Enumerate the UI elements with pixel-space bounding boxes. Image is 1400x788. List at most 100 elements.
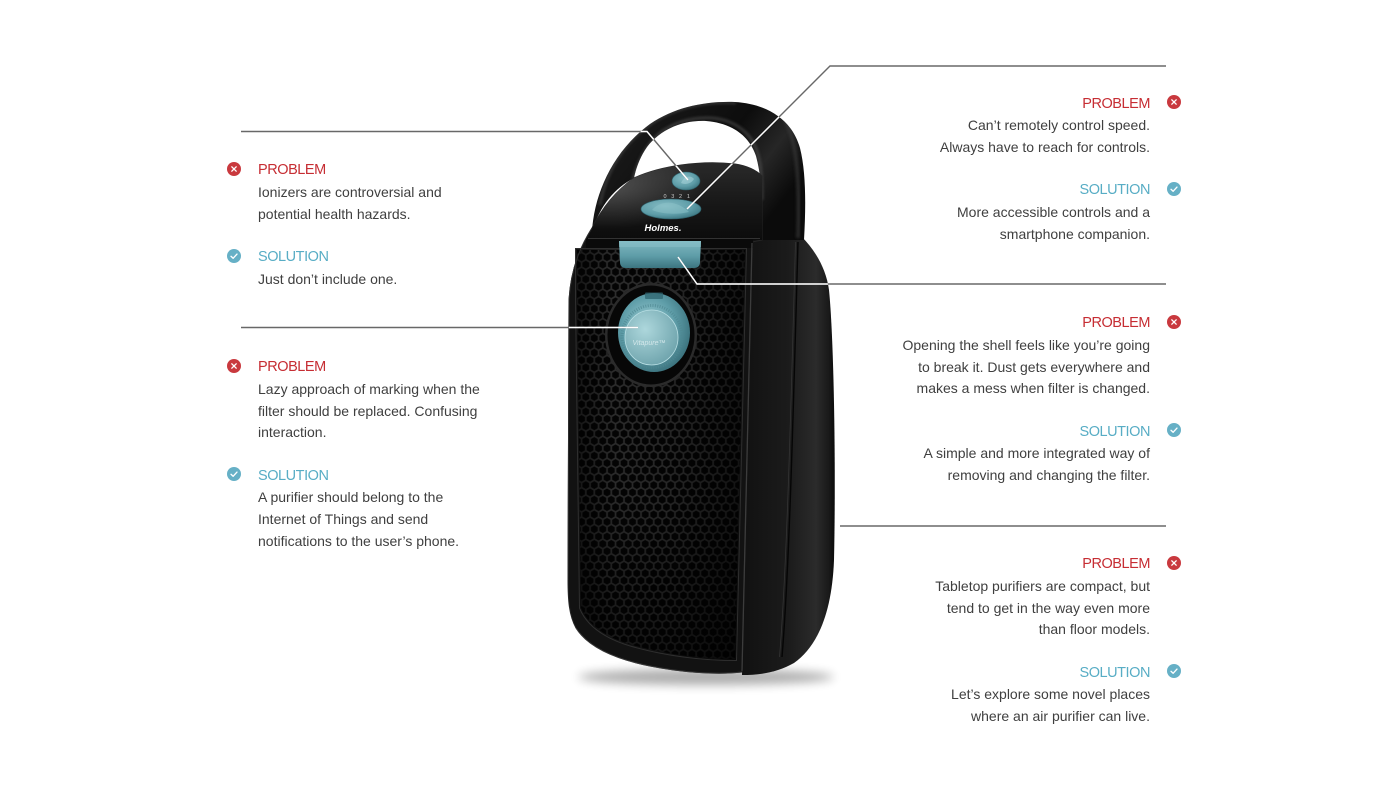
icon-check-glyph (230, 253, 238, 259)
dial-notch (645, 292, 663, 299)
solution-title: SOLUTION (1079, 182, 1150, 199)
callout-group-speed-control: PROBLEM Can’t remotely control speed. Al… (939, 94, 1181, 246)
problem-text-line: Ionizers are controversial and (258, 183, 442, 200)
x-circle-icon-graphic (1166, 95, 1181, 110)
check-circle-icon-graphic (227, 467, 241, 482)
problem-text-line: tend to get in the way even more (946, 599, 1150, 616)
leader-line-filter-tab-on-product (677, 256, 835, 285)
solution-callout: SOLUTION A purifier should belong to the… (227, 466, 480, 553)
icon-x-glyph (1170, 99, 1177, 106)
solution-text-line: A purifier should belong to the (258, 489, 444, 506)
callout-group-form-factor: PROBLEM Tabletop purifiers are compact, … (935, 554, 1181, 728)
solution-text-line: Just don’t include one. (258, 270, 398, 287)
solution-title: SOLUTION (1079, 423, 1150, 440)
check-circle-icon-graphic (1166, 423, 1181, 438)
solution-callout: SOLUTION A simple and more integrated wa… (903, 422, 1181, 487)
problem-title: PROBLEM (1082, 95, 1150, 112)
icon-x-glyph (231, 166, 237, 172)
side-seam (781, 241, 799, 658)
problem-text-line: Always have to reach for controls. (939, 139, 1150, 155)
check-circle-icon (227, 248, 241, 263)
problem-callout: PROBLEM Tabletop purifiers are compact, … (935, 554, 1181, 641)
solution-text-line: Let’s explore some novel places (951, 686, 1150, 703)
icon-x-glyph (231, 363, 237, 369)
x-circle-icon-graphic (227, 358, 241, 373)
icon-check-glyph (1169, 186, 1178, 193)
problem-text-line: potential health hazards. (258, 205, 411, 222)
handle-right-leg-reflection (782, 116, 801, 239)
check-circle-icon-graphic (1166, 182, 1181, 197)
problem-text-line: filter should be replaced. Confusing (258, 402, 478, 419)
filter-tab-top-face (619, 241, 701, 247)
purifier-shadow (578, 669, 834, 685)
icon-check-glyph (1169, 427, 1178, 434)
problem-text-line: Tabletop purifiers are compact, but (935, 577, 1150, 594)
speed-dial-knob (652, 202, 689, 214)
x-circle-icon (227, 161, 241, 176)
icon-circle (1166, 182, 1181, 197)
brand-logo: Holmes. (645, 223, 682, 234)
check-circle-icon-graphic (1166, 664, 1181, 679)
problem-text-line: than floor models. (1038, 621, 1150, 638)
check-circle-icon (1166, 423, 1181, 438)
purifier-handle (592, 101, 806, 240)
callout-group-filter-indicator: PROBLEM Lazy approach of marking when th… (227, 357, 480, 553)
check-circle-icon-graphic (227, 248, 241, 263)
solution-text-line: notifications to the user’s phone. (258, 532, 460, 549)
purifier-side-body (742, 236, 835, 675)
problem-callout: PROBLEM Lazy approach of marking when th… (227, 357, 480, 444)
solution-text-line: Internet of Things and send (258, 511, 429, 527)
problem-title: PROBLEM (1082, 315, 1150, 332)
speed-labels: 0 3 2 1 (663, 194, 691, 200)
x-circle-icon-graphic (1166, 314, 1181, 329)
solution-text-line: where an air purifier can live. (971, 708, 1150, 724)
x-circle-icon (1166, 95, 1181, 110)
solution-callout: SOLUTION More accessible controls and a … (940, 180, 1181, 245)
leader-line-speed-dial (686, 65, 1166, 210)
x-circle-icon (1166, 555, 1181, 570)
problem-text-line: interaction. (258, 424, 327, 441)
solution-title: SOLUTION (1079, 664, 1150, 681)
x-circle-icon-graphic (1166, 555, 1181, 570)
problem-title: PROBLEM (1082, 556, 1150, 573)
check-circle-icon (1166, 182, 1181, 197)
problem-text-line: makes a mess when filter is changed. (916, 380, 1150, 397)
dial-label: Vitapure™ (633, 340, 666, 347)
icon-x-glyph (1170, 560, 1177, 566)
icon-check-glyph (230, 471, 238, 478)
solution-title: SOLUTION (258, 248, 329, 265)
solution-text-line: More accessible controls and a (957, 204, 1150, 221)
solution-callout: SOLUTION Let’s explore some novel places… (935, 663, 1181, 728)
top-controls: 0 3 2 1 Holmes. (640, 171, 702, 234)
problem-title: PROBLEM (258, 359, 326, 376)
solution-callout: SOLUTION Just don’t include one. (227, 247, 442, 290)
icon-circle (1166, 664, 1181, 679)
problem-text-line: Can’t remotely control speed. (967, 117, 1150, 134)
icon-check-glyph (1169, 668, 1178, 675)
problem-title: PROBLEM (258, 162, 326, 179)
side-seam-highlight (779, 241, 796, 658)
handle-outer-sheen (598, 101, 737, 206)
icon-x-glyph (1170, 319, 1177, 325)
x-circle-icon (1166, 314, 1181, 329)
icon-circle (227, 467, 241, 482)
solution-text-line: smartphone companion. (999, 225, 1150, 242)
icon-circle (227, 248, 241, 263)
check-circle-icon (227, 467, 241, 482)
problem-callout: PROBLEM Opening the shell feels like you… (903, 313, 1181, 400)
body-left-edge-highlight (567, 227, 593, 581)
solution-text-line: A simple and more integrated way of (923, 445, 1150, 462)
problem-text-line: Lazy approach of marking when the (258, 380, 480, 397)
callout-group-filter-access: PROBLEM Opening the shell feels like you… (903, 313, 1181, 487)
dial-cap (624, 309, 679, 366)
front-edge-highlight (741, 242, 753, 672)
icon-circle (1166, 423, 1181, 438)
solution-title: SOLUTION (258, 467, 329, 484)
problem-callout: PROBLEM Can’t remotely control speed. Al… (939, 94, 1181, 159)
x-circle-icon (227, 358, 241, 373)
check-circle-icon (1166, 664, 1181, 679)
body-bottom-rim (575, 627, 743, 674)
callout-group-ionizer: PROBLEM Ionizers are controversial and p… (227, 160, 442, 290)
